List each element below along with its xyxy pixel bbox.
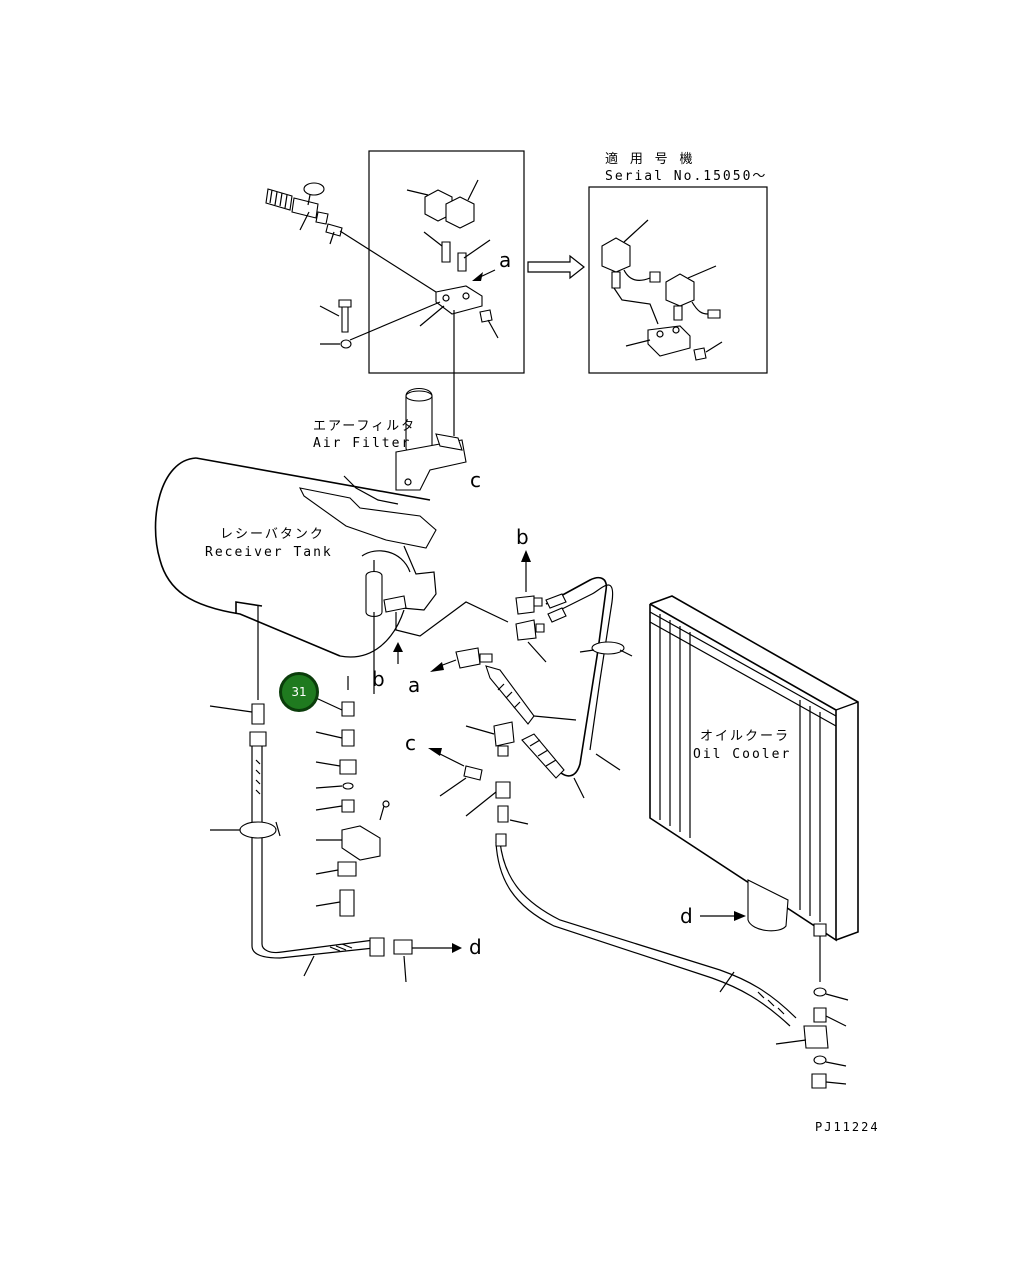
detail-box-right: [588, 186, 768, 374]
serial-label-jp: 適 用 号 機: [605, 152, 695, 167]
ref-d-left: d: [469, 935, 482, 959]
air-filter-label-jp: エアーフィルタ: [313, 419, 417, 434]
ref-d-right: d: [680, 904, 693, 928]
oil-cooler-hoses: [521, 576, 633, 799]
serial-label-en: Serial No.15050～: [605, 169, 768, 184]
fittings-bottom-right: [775, 987, 849, 1089]
air-filter-label-en: Air Filter: [313, 436, 412, 451]
receiver-tank-label-jp: レシーバタンク: [220, 527, 325, 542]
solenoid-valve-left: [406, 179, 491, 272]
drain-hose-left: [209, 606, 462, 983]
oil-cooler-label-jp: オイルクーラ: [700, 729, 791, 744]
air-fittings-top: [265, 182, 437, 293]
drawing-code: PJ11224: [815, 1120, 880, 1134]
receiver-tank-label-en: Receiver Tank: [205, 545, 333, 560]
detail-box-left: [368, 150, 525, 374]
ref-c-mid: c: [405, 731, 416, 755]
manifold-block-left: [419, 285, 499, 339]
fittings-c: [428, 721, 797, 1027]
elbow-fittings-b: [515, 550, 547, 663]
air-filter: [395, 387, 467, 491]
bolt-and-washer: [319, 299, 441, 349]
ref-b-tank: b: [372, 667, 385, 691]
transition-arrow: [527, 254, 585, 280]
fitting-stack-center: [315, 697, 390, 917]
elbow-fittings-middle: [430, 647, 577, 725]
ref-b-top: b: [516, 525, 529, 549]
ref-c-top: c: [470, 468, 481, 492]
oil-cooler-label-en: Oil Cooler: [693, 747, 792, 762]
ref-a-top: a: [499, 248, 512, 272]
receiver-tank: [154, 457, 437, 658]
solenoid-valve-right: [601, 219, 721, 325]
manifold-block-right: [625, 325, 723, 361]
oil-cooler: [649, 595, 859, 982]
ref-a-mid: a: [408, 673, 421, 697]
part-badge-31[interactable]: 31: [279, 672, 319, 712]
